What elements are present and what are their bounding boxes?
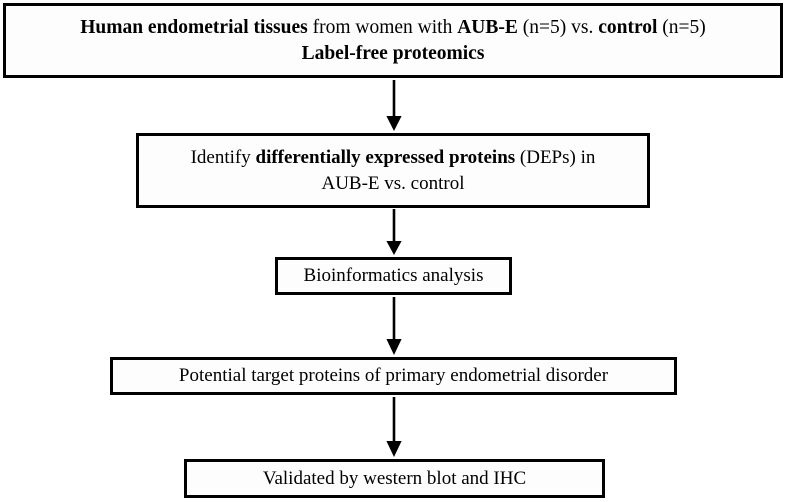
text-segment: from women with	[312, 16, 458, 38]
text-segment: Potential target proteins of primary end…	[178, 365, 609, 387]
flow-node-validation-text: Validated by western blot and IHC	[187, 466, 602, 491]
flow-node-identify-deps-text: Identify differentially expressed protei…	[139, 145, 647, 195]
flow-node-validation: Validated by western blot and IHC	[184, 459, 605, 498]
arrow-down-icon	[0, 395, 787, 459]
flow-node-identify-deps: Identify differentially expressed protei…	[136, 133, 650, 208]
flow-node-identify-deps-line-1: Identify differentially expressed protei…	[145, 145, 641, 170]
text-segment: (DEPs) in	[519, 147, 596, 169]
text-segment: Human endometrial tissues	[80, 16, 313, 38]
text-segment: Bioinformatics analysis	[303, 265, 484, 287]
text-segment: Label-free proteomics	[301, 42, 485, 64]
flow-node-study-population-line-2: Label-free proteomics	[12, 41, 774, 67]
text-segment: Validated by western blot and IHC	[262, 467, 527, 489]
text-segment: differentially expressed proteins	[255, 147, 520, 169]
arrow-down-icon	[0, 78, 787, 133]
flow-node-study-population-text: Human endometrial tissues from women wit…	[6, 15, 780, 66]
flow-node-bioinformatics-analysis: Bioinformatics analysis	[275, 257, 512, 295]
arrow-down-icon	[0, 295, 787, 357]
flow-node-identify-deps-line-2: AUB-E vs. control	[145, 171, 641, 196]
flow-node-study-population: Human endometrial tissues from women wit…	[3, 3, 783, 78]
flow-node-potential-target-proteins: Potential target proteins of primary end…	[110, 357, 677, 395]
text-segment: AUB-E	[457, 16, 523, 38]
arrow-down-icon	[0, 208, 787, 257]
text-segment: control	[598, 16, 663, 38]
text-segment: Identify	[190, 147, 256, 169]
flow-node-bioinformatics-analysis-text: Bioinformatics analysis	[278, 263, 509, 288]
flow-node-study-population-line-1: Human endometrial tissues from women wit…	[12, 15, 774, 41]
text-segment: AUB-E vs. control	[321, 172, 465, 194]
text-segment: (n=5) vs.	[522, 16, 599, 38]
flow-node-potential-target-proteins-text: Potential target proteins of primary end…	[113, 363, 674, 388]
text-segment: (n=5)	[662, 16, 706, 38]
